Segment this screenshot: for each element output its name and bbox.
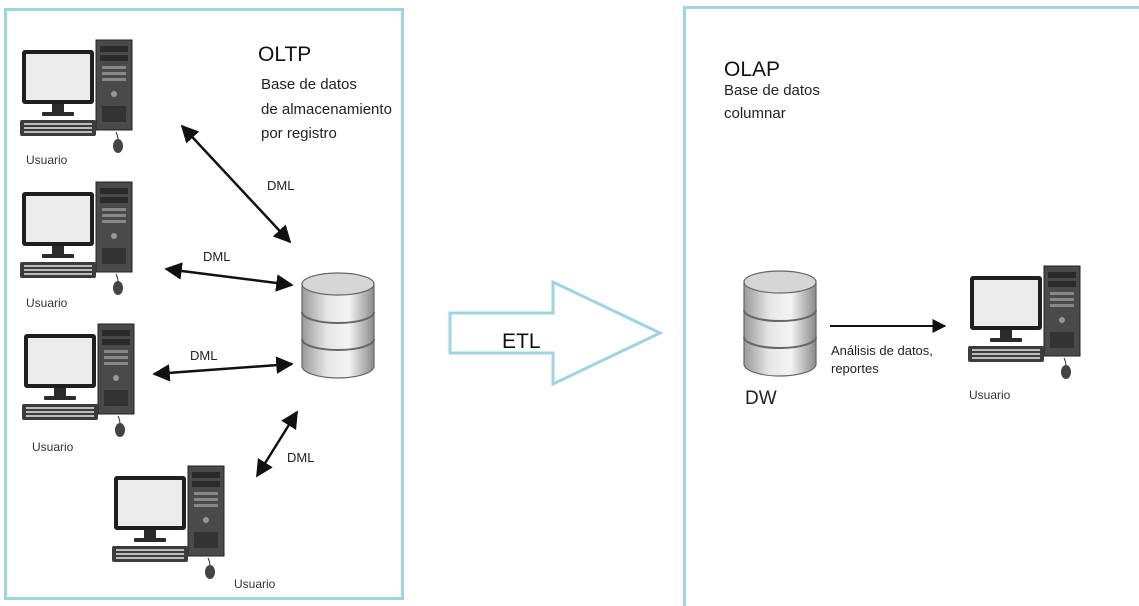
oltp-title: OLTP <box>258 43 312 66</box>
oltp-description-line-1: Base de datos <box>261 76 357 93</box>
oltp-description-line-2: de almacenamiento <box>261 101 392 118</box>
warehouse-database-icon <box>742 270 818 378</box>
analysis-label-line-1: Análisis de datos, <box>831 343 933 358</box>
olap-description-line-2: columnar <box>724 105 786 122</box>
analysis-label-line-2: reportes <box>831 361 879 376</box>
olap-title: OLAP <box>724 58 781 81</box>
dml-link-3 <box>152 356 294 382</box>
user-label-2: Usuario <box>26 296 68 310</box>
dml-label-1: DML <box>267 178 295 193</box>
user-label-3: Usuario <box>32 440 74 454</box>
dml-label-2: DML <box>203 249 231 264</box>
dml-link-1 <box>180 124 292 244</box>
warehouse-label: DW <box>745 388 777 409</box>
dml-link-2 <box>164 262 294 292</box>
computer-icon <box>966 262 1086 382</box>
olap-description-line-1: Base de datos <box>724 82 820 99</box>
user-label-1: Usuario <box>26 153 68 167</box>
etl-arrow-icon <box>448 279 664 387</box>
dml-label-3: DML <box>190 348 218 363</box>
olap-panel <box>683 6 1139 606</box>
dml-label-4: DML <box>287 450 315 465</box>
user-label-4: Usuario <box>234 577 276 591</box>
oltp-panel <box>4 8 404 600</box>
etl-label: ETL <box>502 330 541 353</box>
dml-link-4 <box>255 410 299 478</box>
olap-user-label: Usuario <box>969 388 1011 402</box>
